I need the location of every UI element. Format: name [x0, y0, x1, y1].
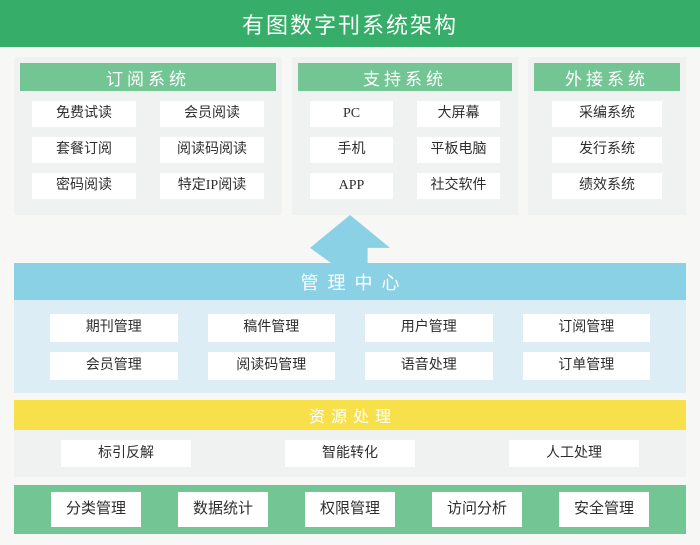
diagram-node: 订阅管理	[522, 314, 650, 342]
page-title: 有图数字刊系统架构	[0, 0, 700, 47]
management-center-header: 管理中心	[14, 263, 686, 300]
diagram-node: 免费试读	[32, 101, 136, 127]
diagram-node: 密码阅读	[32, 173, 136, 199]
diagram-node: 手机	[310, 137, 393, 163]
panel-external-header: 外接系统	[534, 63, 680, 91]
diagram-node: 人工处理	[509, 440, 639, 467]
up-arrow-icon	[310, 215, 390, 264]
resource-processing-section: 资源处理 标引反解 智能转化 人工处理	[14, 400, 686, 477]
foundation-modules-band: 分类管理 数据统计 权限管理 访问分析 安全管理	[14, 485, 686, 534]
management-center-items: 期刊管理 稿件管理 用户管理 订阅管理 会员管理 阅读码管理 语音处理 订单管理	[14, 300, 686, 393]
diagram-node: 稿件管理	[207, 314, 335, 342]
panel-support-header: 支持系统	[298, 63, 512, 91]
management-center-section: 管理中心 期刊管理 稿件管理 用户管理 订阅管理 会员管理 阅读码管理 语音处理…	[14, 263, 686, 393]
diagram-node: 套餐订阅	[32, 137, 136, 163]
diagram-node: 阅读码管理	[207, 352, 335, 380]
diagram-node: 会员管理	[50, 352, 178, 380]
panel-subscription-header: 订阅系统	[20, 63, 276, 91]
diagram-node: 会员阅读	[160, 101, 264, 127]
diagram-node: 期刊管理	[50, 314, 178, 342]
diagram-node: 权限管理	[305, 492, 395, 527]
panel-support-system: 支持系统 PC 大屏幕 手机 平板电脑 APP 社交软件	[292, 57, 518, 215]
diagram-node: PC	[310, 101, 393, 127]
diagram-node: 大屏幕	[417, 101, 500, 127]
diagram-node: 社交软件	[417, 173, 500, 199]
diagram-node: 用户管理	[365, 314, 493, 342]
diagram-node: 特定IP阅读	[160, 173, 264, 199]
diagram-node: 订单管理	[522, 352, 650, 380]
diagram-node: 发行系统	[552, 137, 662, 163]
resource-processing-items: 标引反解 智能转化 人工处理	[14, 430, 686, 477]
panel-external-system: 外接系统 采编系统 发行系统 绩效系统	[528, 57, 686, 215]
top-systems-row: 订阅系统 免费试读 会员阅读 套餐订阅 阅读码阅读 密码阅读 特定IP阅读 支持…	[14, 57, 686, 215]
panel-support-items: PC 大屏幕 手机 平板电脑 APP 社交软件	[298, 91, 512, 209]
arrow-connector	[0, 215, 700, 264]
diagram-node: 安全管理	[559, 492, 649, 527]
diagram-node: 采编系统	[552, 101, 662, 127]
diagram-node: 语音处理	[365, 352, 493, 380]
diagram-node: 标引反解	[61, 440, 191, 467]
panel-subscription-system: 订阅系统 免费试读 会员阅读 套餐订阅 阅读码阅读 密码阅读 特定IP阅读	[14, 57, 282, 215]
diagram-node: 访问分析	[432, 492, 522, 527]
diagram-node: 绩效系统	[552, 173, 662, 199]
panel-external-items: 采编系统 发行系统 绩效系统	[534, 91, 680, 209]
diagram-node: APP	[310, 173, 393, 199]
diagram-node: 分类管理	[51, 492, 141, 527]
panel-subscription-items: 免费试读 会员阅读 套餐订阅 阅读码阅读 密码阅读 特定IP阅读	[20, 91, 276, 209]
diagram-node: 阅读码阅读	[160, 137, 264, 163]
diagram-node: 数据统计	[178, 492, 268, 527]
diagram-node: 平板电脑	[417, 137, 500, 163]
resource-processing-header: 资源处理	[14, 400, 686, 430]
diagram-node: 智能转化	[285, 440, 415, 467]
